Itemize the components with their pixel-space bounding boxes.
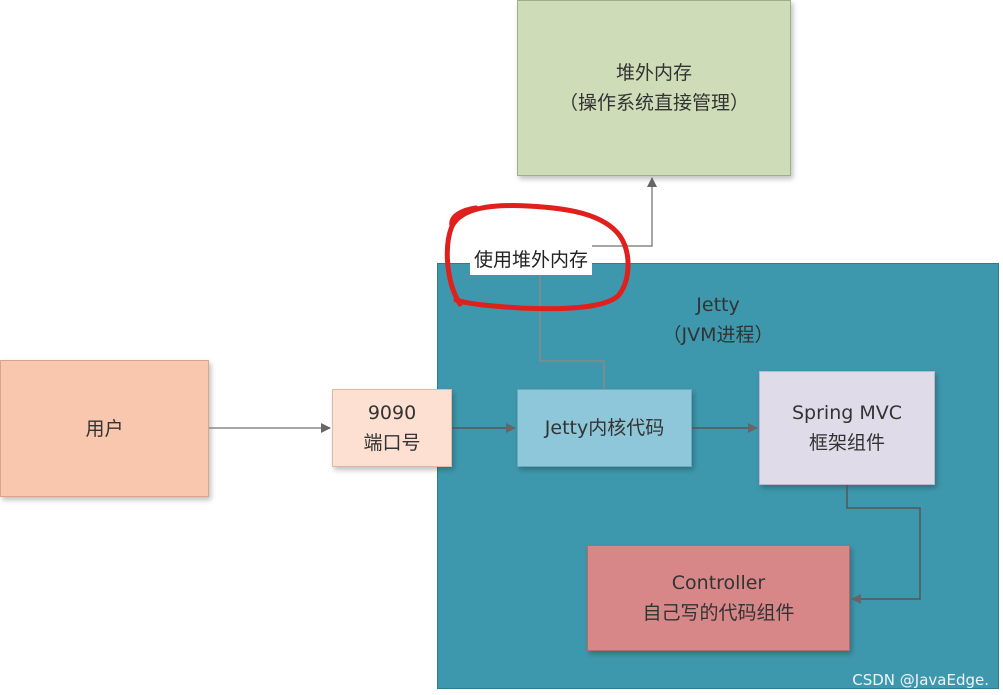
offheap-title: 堆外内存 [615, 62, 692, 84]
edge-kernel-to-offheap [539, 177, 657, 389]
jetty-process-subtitle: （JVM进程） [662, 324, 774, 346]
port-number: 9090 [367, 402, 417, 424]
edge-spring-to-controller [846, 485, 921, 604]
user-box: 用户 [0, 360, 209, 497]
user-label: 用户 [85, 417, 124, 440]
spring-mvc-subtitle: 框架组件 [808, 432, 885, 454]
port-box: 9090 端口号 [332, 389, 452, 467]
spring-mvc-box: Spring MVC 框架组件 [759, 371, 935, 485]
red-circle-annotation [444, 203, 631, 312]
port-label: 端口号 [363, 432, 421, 454]
spring-mvc-title: Spring MVC [791, 402, 902, 424]
offheap-subtitle: （操作系统直接管理） [558, 92, 749, 114]
jetty-kernel-label: Jetty内核代码 [544, 417, 665, 439]
jetty-kernel-box: Jetty内核代码 [517, 389, 692, 467]
offheap-memory-box: 堆外内存 （操作系统直接管理） [517, 0, 791, 176]
controller-box: Controller 自己写的代码组件 [587, 545, 850, 651]
controller-subtitle: 自己写的代码组件 [642, 602, 795, 624]
use-offheap-label: 使用堆外内存 [470, 245, 593, 275]
controller-title: Controller [671, 572, 766, 594]
watermark: CSDN @JavaEdge. [852, 671, 989, 689]
jetty-process-title: Jetty [696, 294, 740, 316]
